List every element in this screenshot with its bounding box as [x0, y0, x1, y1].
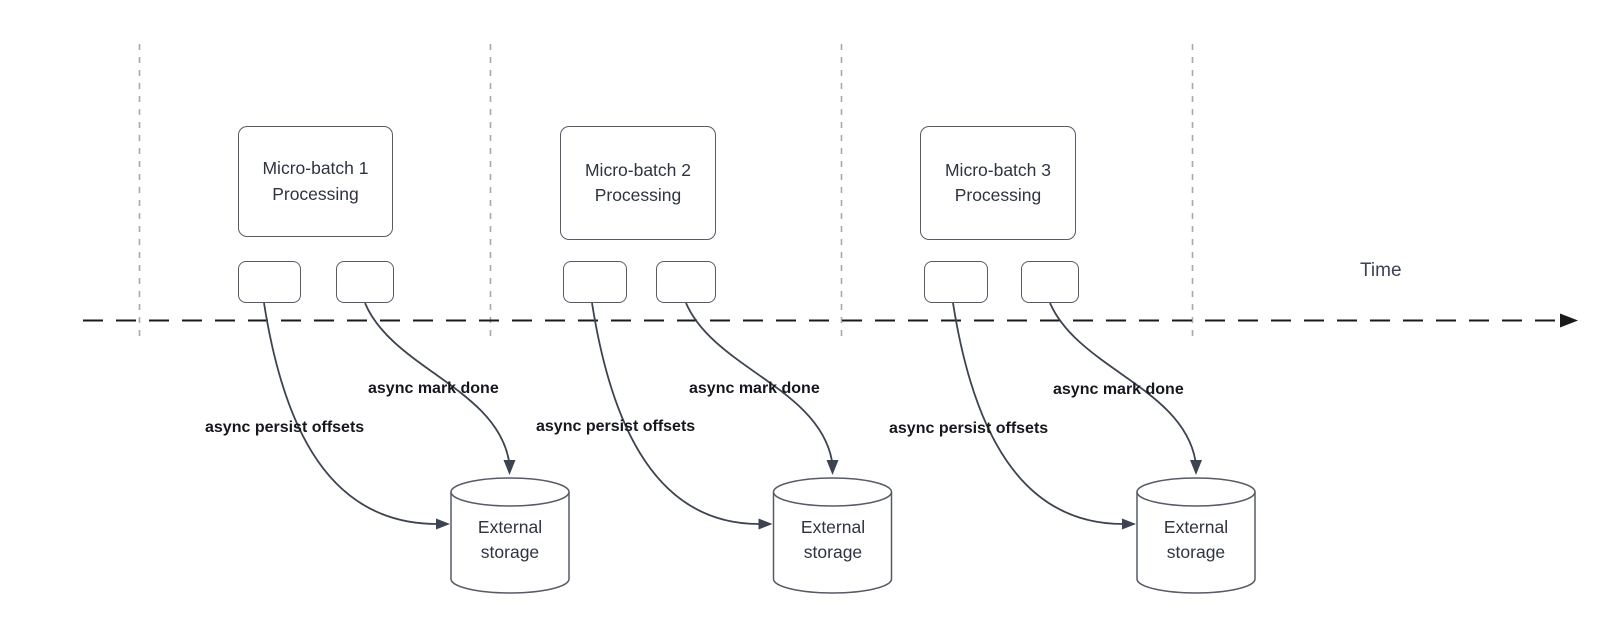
mark-done-arrowhead-icon: [1190, 460, 1202, 475]
external-storage-cylinder-body: [450, 492, 570, 594]
micro-batch-1-done-task-box: [336, 261, 394, 303]
micro-batch-1-box: Micro-batch 1 Processing: [238, 126, 393, 237]
external-storage-cylinder-top: [450, 477, 570, 507]
micro-batch-3-offsets-task-box: [924, 261, 988, 303]
external-storage-cylinder-body: [772, 492, 893, 594]
micro-batch-2-offsets-task-box: [563, 261, 627, 303]
mark-done-arrow: [685, 302, 833, 462]
persist-offsets-label: async persist offsets: [536, 418, 696, 435]
external-storage-label: External storage: [800, 516, 866, 562]
mark-done-arrowhead-icon: [826, 460, 839, 475]
micro-batch-3-done-task-box: [1021, 261, 1079, 303]
persist-offsets-arrow: [263, 302, 438, 525]
micro-batch-3-box: Micro-batch 3 Processing: [920, 126, 1076, 240]
persist-offsets-arrowhead-icon: [1122, 518, 1136, 530]
external-storage-cylinder-top: [1136, 477, 1256, 507]
micro-batch-1-offsets-task-box: [238, 261, 301, 303]
persist-offsets-arrowhead-icon: [758, 518, 773, 530]
mark-done-label: async mark done: [1053, 381, 1184, 398]
persist-offsets-arrow: [952, 302, 1124, 525]
persist-offsets-arrow: [591, 302, 760, 525]
storage-cylinders: [450, 477, 1256, 594]
guide-lines: [138, 44, 1194, 340]
persist-offsets-label: async persist offsets: [889, 420, 1049, 437]
external-storage-cylinder-body: [1136, 492, 1256, 594]
micro-batch-2-title: Micro-batch 2 Processing: [584, 159, 691, 205]
mark-done-arrow: [1049, 302, 1197, 462]
mark-done-arrowhead-icon: [503, 460, 516, 475]
mark-done-arrow: [364, 302, 510, 462]
mark-done-label: async mark done: [368, 380, 499, 397]
mark-done-label: async mark done: [689, 380, 820, 397]
micro-batch-3-title: Micro-batch 3 Processing: [944, 159, 1051, 205]
external-storage-label: External storage: [477, 516, 543, 562]
time-label: Time: [1360, 260, 1402, 281]
micro-batch-2-done-task-box: [656, 261, 716, 303]
external-storage-cylinder-top: [772, 477, 893, 507]
micro-batch-2-box: Micro-batch 2 Processing: [560, 126, 716, 240]
micro-batch-1-title: Micro-batch 1 Processing: [262, 158, 369, 204]
persist-offsets-label: async persist offsets: [205, 419, 365, 436]
external-storage-label: External storage: [1163, 516, 1229, 562]
timeline-arrowhead-icon: [1560, 313, 1578, 328]
persist-offsets-arrowhead-icon: [436, 518, 450, 530]
